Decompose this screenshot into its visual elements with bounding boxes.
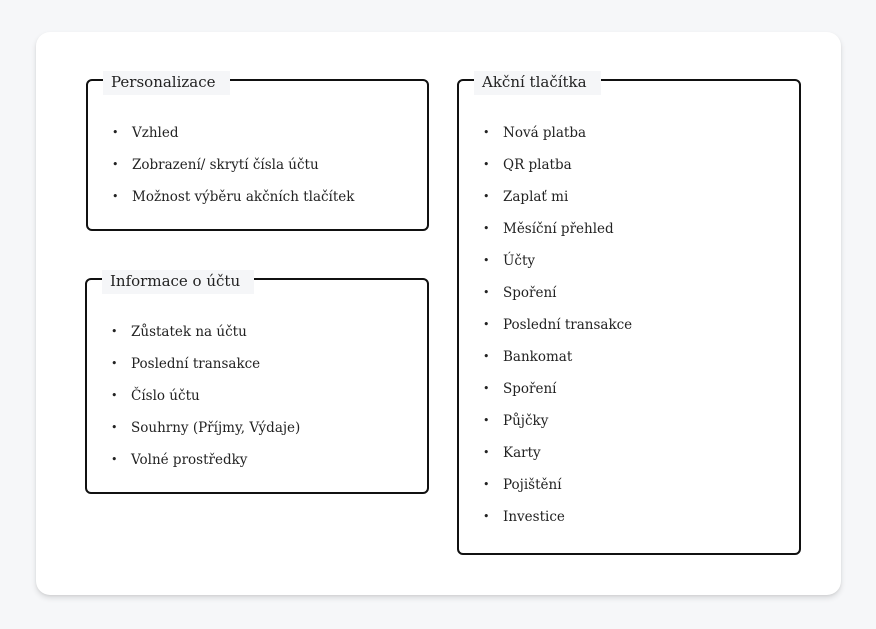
bullet-icon: •: [483, 350, 490, 363]
list-item-label: Investice: [503, 509, 565, 525]
list-item: • Poslední transakce: [111, 352, 300, 384]
list-item: • Účty: [483, 249, 632, 281]
list-item-label: Bankomat: [503, 349, 573, 365]
bullet-icon: •: [112, 158, 119, 171]
list-item: • Půjčky: [483, 409, 632, 441]
bullet-icon: •: [111, 421, 118, 434]
informace-list: • Zůstatek na účtu • Poslední transakce • Č…: [111, 320, 300, 480]
list-item-label: QR platba: [503, 157, 572, 173]
list-item-label: Spoření: [503, 285, 557, 301]
bullet-icon: •: [483, 510, 490, 523]
list-item: • Spoření: [483, 377, 632, 409]
informace-box: Informace o účtu • Zůstatek na účtu • Posl…: [85, 270, 429, 494]
bullet-icon: •: [111, 453, 118, 466]
akcni-list: • Nová platba • QR platba • Zaplať mi • Měsí…: [483, 121, 632, 537]
bullet-icon: •: [483, 254, 490, 267]
list-item: • QR platba: [483, 153, 632, 185]
card: Personalizace • Vzhled • Zobrazení/ skrytí…: [36, 32, 841, 595]
bullet-icon: •: [111, 325, 118, 338]
list-item-label: Spoření: [503, 381, 557, 397]
list-item-label: Poslední transakce: [503, 317, 633, 333]
list-item: • Spoření: [483, 281, 632, 313]
list-item: • Pojištění: [483, 473, 632, 505]
akcni-title: Akční tlačítka: [474, 71, 601, 95]
bullet-icon: •: [483, 126, 490, 139]
list-item-label: Číslo účtu: [131, 388, 200, 404]
bullet-icon: •: [483, 414, 490, 427]
list-item: • Číslo účtu: [111, 384, 300, 416]
bullet-icon: •: [483, 158, 490, 171]
list-item: • Zaplať mi: [483, 185, 632, 217]
list-item: • Investice: [483, 505, 632, 537]
list-item: • Měsíční přehled: [483, 217, 632, 249]
list-item: • Možnost výběru akčních tlačítek: [112, 185, 354, 217]
list-item-label: Volné prostředky: [131, 452, 248, 468]
list-item: • Nová platba: [483, 121, 632, 153]
bullet-icon: •: [483, 286, 490, 299]
list-item-label: Nová platba: [503, 125, 587, 141]
list-item-label: Vzhled: [132, 125, 179, 141]
bullet-icon: •: [483, 478, 490, 491]
bullet-icon: •: [483, 222, 490, 235]
personalizace-list: • Vzhled • Zobrazení/ skrytí čísla účtu • M…: [112, 121, 354, 217]
akcni-box: Akční tlačítka • Nová platba • QR platba •…: [457, 71, 801, 555]
informace-title: Informace o účtu: [102, 270, 255, 294]
list-item-label: Poslední transakce: [131, 356, 261, 372]
personalizace-box: Personalizace • Vzhled • Zobrazení/ skrytí…: [86, 71, 429, 231]
list-item-label: Souhrny (Příjmy, Výdaje): [131, 420, 301, 436]
bullet-icon: •: [112, 126, 119, 139]
list-item: • Karty: [483, 441, 632, 473]
list-item-label: Účty: [503, 253, 535, 269]
bullet-icon: •: [111, 357, 118, 370]
bullet-icon: •: [112, 190, 119, 203]
list-item: • Souhrny (Příjmy, Výdaje): [111, 416, 300, 448]
list-item-label: Zobrazení/ skrytí čísla účtu: [132, 157, 319, 173]
personalizace-title: Personalizace: [103, 71, 230, 95]
bullet-icon: •: [111, 389, 118, 402]
list-item: • Vzhled: [112, 121, 354, 153]
list-item-label: Možnost výběru akčních tlačítek: [132, 189, 355, 205]
bullet-icon: •: [483, 446, 490, 459]
list-item: • Poslední transakce: [483, 313, 632, 345]
list-item: • Zůstatek na účtu: [111, 320, 300, 352]
list-item-label: Půjčky: [503, 413, 549, 429]
list-item-label: Pojištění: [503, 477, 562, 493]
list-item-label: Karty: [503, 445, 541, 461]
list-item: • Volné prostředky: [111, 448, 300, 480]
list-item: • Zobrazení/ skrytí čísla účtu: [112, 153, 354, 185]
list-item-label: Zaplať mi: [503, 189, 569, 205]
bullet-icon: •: [483, 382, 490, 395]
list-item-label: Zůstatek na účtu: [131, 324, 247, 340]
list-item: • Bankomat: [483, 345, 632, 377]
list-item-label: Měsíční přehled: [503, 221, 614, 237]
bullet-icon: •: [483, 190, 490, 203]
bullet-icon: •: [483, 318, 490, 331]
